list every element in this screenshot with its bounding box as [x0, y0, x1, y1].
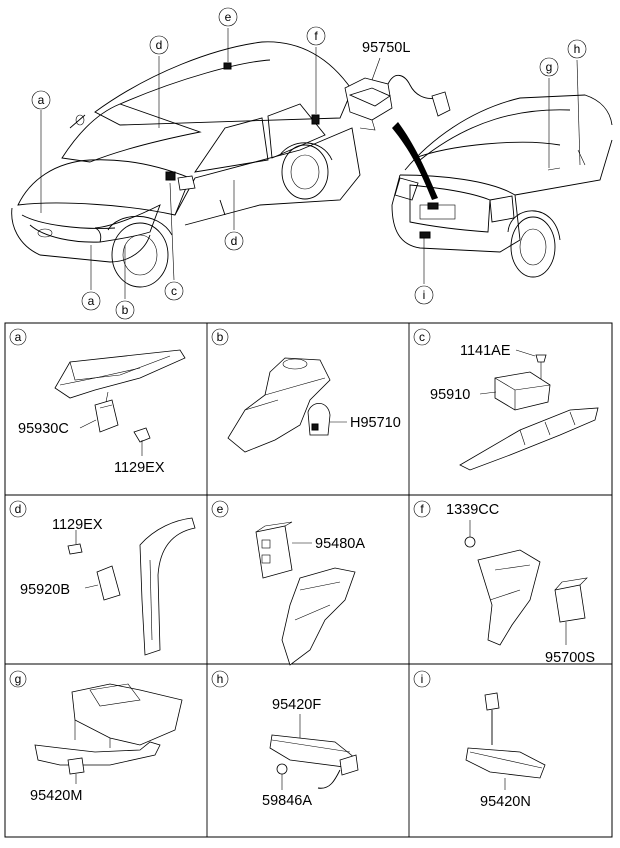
callout-c: c: [171, 284, 177, 298]
part-label-95750L: 95750L: [362, 40, 410, 56]
callout-a-upper: a: [38, 93, 45, 107]
callout-e: e: [225, 10, 232, 24]
panel-letter-b: b: [217, 330, 224, 344]
part-label-95480A: 95480A: [315, 536, 365, 552]
panel-g-drawing: 95420M: [30, 683, 183, 804]
panel-h-drawing: 95420F 59846A: [262, 697, 359, 809]
part-95750L-camera: 95750L: [344, 40, 451, 200]
part-label-95910: 95910: [430, 387, 470, 403]
front-car-illustration: [11, 41, 361, 288]
panel-letter-g: g: [15, 672, 22, 686]
callout-d-lower: d: [231, 234, 238, 248]
panel-letters: a b c d e f g h i: [9, 328, 431, 688]
panel-letter-a: a: [15, 330, 22, 344]
panel-e-drawing: 95480A: [255, 521, 365, 666]
panel-a-drawing: 95930C 1129EX: [18, 349, 186, 476]
part-label-1339CC: 1339CC: [446, 502, 499, 518]
panel-i-drawing: 95420N: [465, 692, 546, 810]
panel-letter-i: i: [421, 672, 424, 686]
callout-i: i: [423, 288, 426, 302]
part-label-59846A: 59846A: [262, 793, 312, 809]
rear-car-illustration: [391, 94, 613, 278]
panel-c-drawing: 1141AE 95910: [430, 343, 599, 471]
part-label-95420M: 95420M: [30, 788, 82, 804]
rear-callouts: g h i: [414, 39, 587, 305]
panel-letter-d: d: [15, 502, 22, 516]
panel-letter-c: c: [419, 330, 425, 344]
panel-b-drawing: H95710: [227, 357, 401, 453]
part-label-H95710: H95710: [350, 415, 401, 431]
panel-letter-h: h: [217, 672, 224, 686]
panel-letter-e: e: [217, 502, 224, 516]
callout-g: g: [546, 60, 553, 74]
part-label-1141AE: 1141AE: [460, 343, 511, 359]
part-label-1129EX-d: 1129EX: [52, 517, 103, 533]
callout-d-upper: d: [156, 38, 163, 52]
panel-grid: [4, 322, 613, 838]
part-label-95420F: 95420F: [272, 697, 321, 713]
panel-f-drawing: 1339CC 95700S: [446, 502, 595, 666]
callout-a-lower: a: [88, 294, 95, 308]
panel-d-drawing: 1129EX 95920B: [20, 517, 196, 656]
front-callouts: a a b c d d e f: [31, 7, 326, 320]
callout-b: b: [122, 303, 129, 317]
part-label-95920B: 95920B: [20, 582, 70, 598]
callout-h: h: [574, 42, 581, 56]
part-label-1129EX-a: 1129EX: [114, 460, 165, 476]
part-label-95930C: 95930C: [18, 421, 69, 437]
part-label-95420N: 95420N: [480, 794, 531, 810]
part-label-95700S: 95700S: [545, 650, 595, 666]
callout-f: f: [314, 29, 318, 43]
panel-letter-f: f: [420, 502, 424, 516]
